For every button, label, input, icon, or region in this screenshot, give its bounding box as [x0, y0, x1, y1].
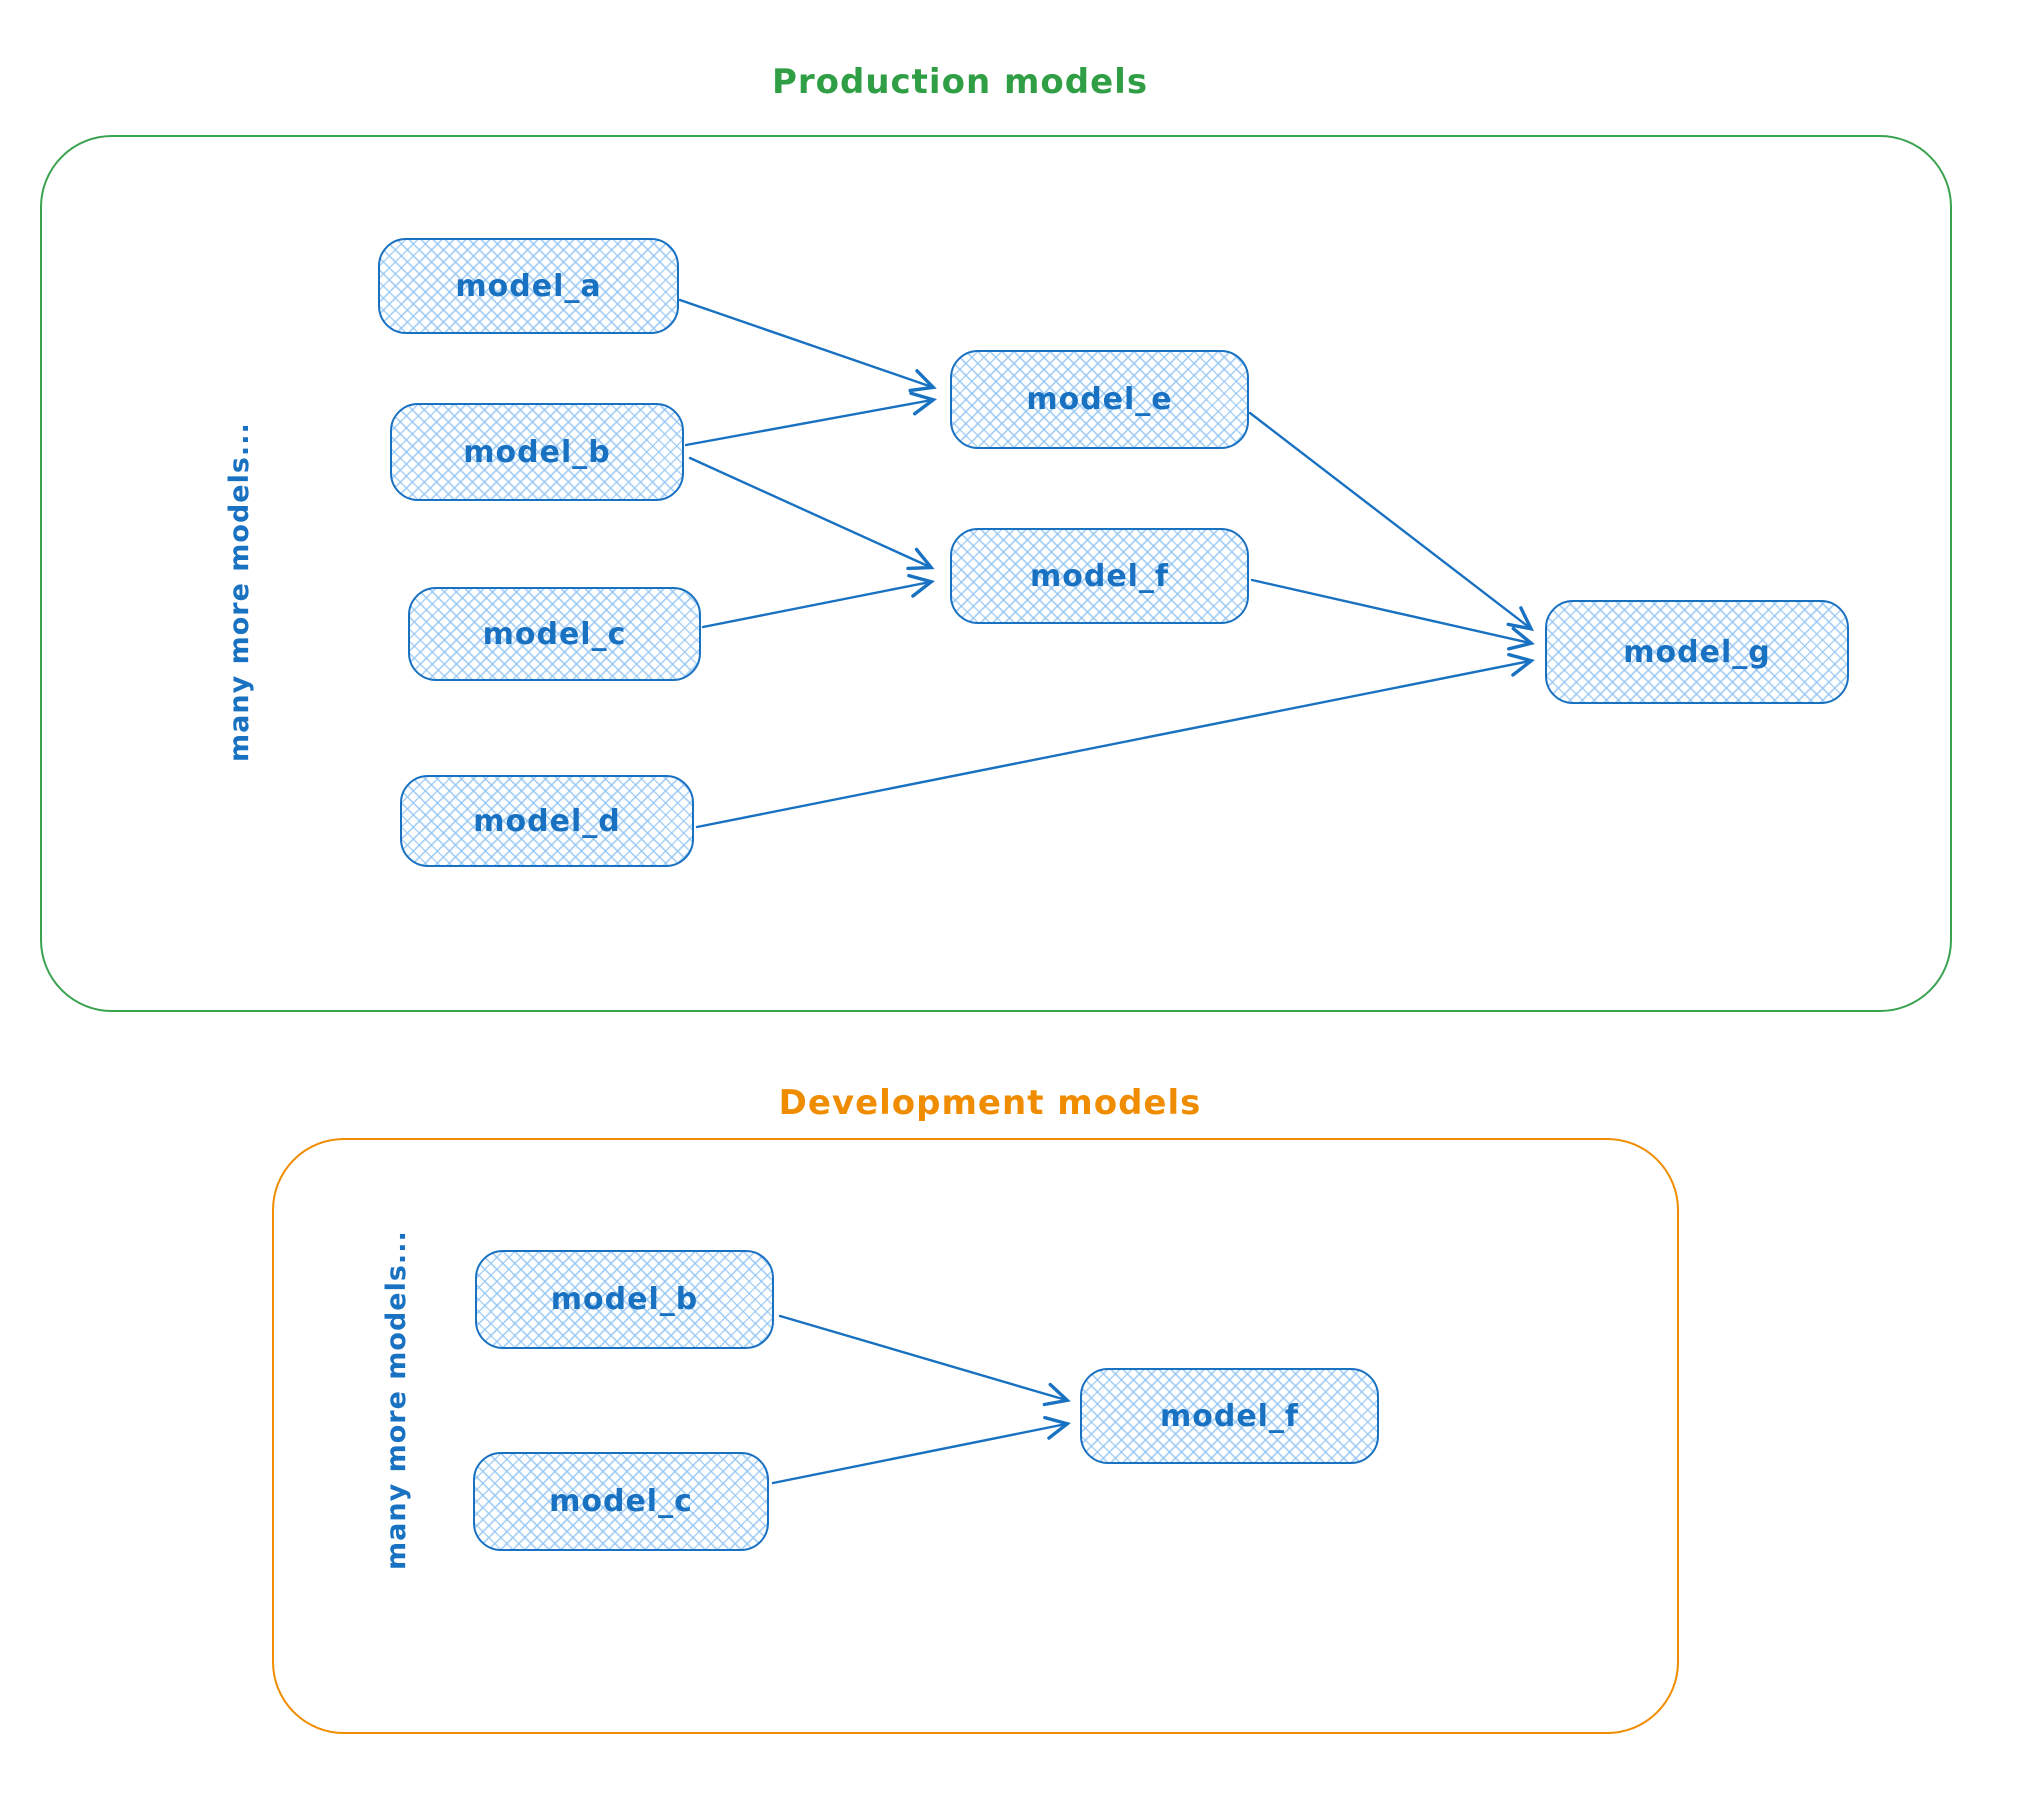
node-production-model_c: model_c	[408, 587, 701, 681]
node-development-model_f: model_f	[1080, 1368, 1379, 1464]
node-label: model_d	[473, 803, 621, 839]
node-label: model_a	[455, 268, 602, 304]
node-label: model_c	[482, 616, 627, 652]
node-production-model_e: model_e	[950, 350, 1249, 449]
node-label: model_b	[550, 1282, 699, 1317]
development-section-box	[272, 1138, 1679, 1734]
production-title: Production models	[771, 62, 1149, 102]
production-section-box	[40, 135, 1952, 1012]
node-label: model_c	[549, 1484, 693, 1519]
node-development-model_b: model_b	[475, 1250, 774, 1349]
node-production-model_g: model_g	[1545, 600, 1849, 704]
node-production-model_a: model_a	[378, 238, 679, 334]
node-label: model_f	[1159, 1398, 1300, 1434]
node-development-model_c: model_c	[473, 1452, 769, 1551]
node-label: model_f	[1029, 558, 1170, 594]
production-side-label: many more models...	[224, 422, 255, 762]
node-label: model_e	[1026, 382, 1173, 417]
node-production-model_f: model_f	[950, 528, 1249, 624]
development-side-label: many more models...	[381, 1230, 412, 1570]
node-production-model_b: model_b	[390, 403, 684, 501]
node-production-model_d: model_d	[400, 775, 694, 867]
development-title: Development models	[778, 1083, 1202, 1123]
node-label: model_g	[1623, 634, 1771, 670]
node-label: model_b	[463, 434, 611, 470]
